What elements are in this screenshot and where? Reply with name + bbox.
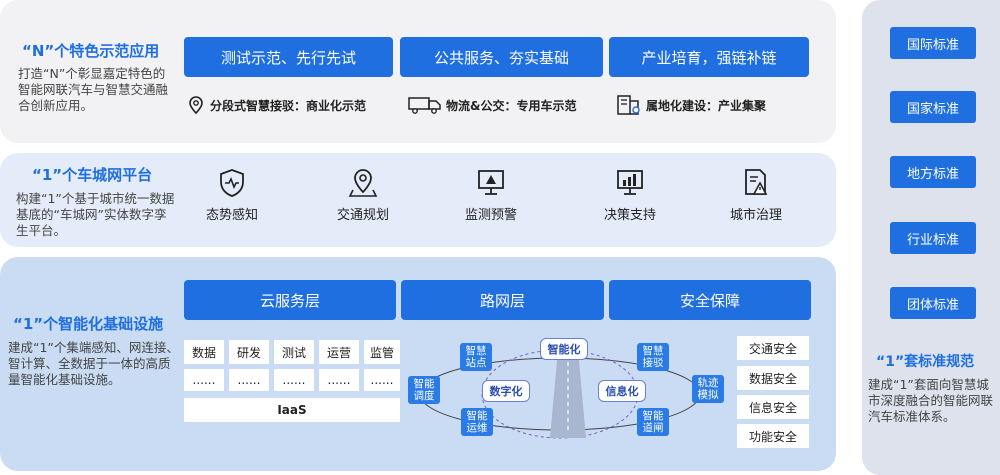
location-pin-icon [189,96,203,115]
func-monitoring: 监测预警 [446,168,536,223]
btn-public-service[interactable]: 公共服务、夯实基础 [400,37,603,77]
security-traffic: 交通安全 [737,336,809,360]
func-decision: 决策支持 [585,168,675,223]
func-governance-label: 城市治理 [729,208,782,223]
row-infra-desc: 建成“1”个集端感知、网连接、智计算、全数据于一体的高质量智能化基础设施。 [8,340,179,387]
std-local[interactable]: 地方标准 [890,156,976,188]
cloud-dots-4: ...... [319,369,359,391]
std-group[interactable]: 团体标准 [890,287,976,319]
cloud-cell-ops: 运营 [319,340,359,364]
cloud-cell-data: 数据 [184,340,224,364]
shield-pulse-icon [220,169,244,197]
row-platform-panel [0,153,836,247]
node-smart-gate: 智能 道闸 [637,408,669,436]
standards-desc: 建成“1”套面向智慧城市深度融合的智能网联汽车标准体系。 [868,377,994,424]
func-situation-label: 态势感知 [205,208,258,223]
row-platform-desc: 构建“1”个基于城市统一数据基底的“车城网”实体数字孪生平台。 [16,191,175,238]
pill-informational: 信息化 [598,380,646,402]
building-cert-icon [617,95,640,115]
btn-industry[interactable]: 产业培育，强链补链 [609,37,809,77]
standards-title: “1”套标准规范 [876,354,975,370]
func-monitoring-label: 监测预警 [464,208,517,223]
monitor-alert-icon [478,170,504,195]
func-decision-label: 决策支持 [603,208,656,223]
layer-security[interactable]: 安全保障 [609,280,811,320]
pill-intelligent: 智能化 [540,338,588,360]
row-platform-title: “1”个车城网平台 [32,166,153,184]
node-smart-station: 智慧 站点 [460,343,492,371]
node-smart-dispatch: 智能 调度 [408,376,440,404]
std-national[interactable]: 国家标准 [890,91,976,123]
func-situation: 态势感知 [187,168,277,223]
cloud-dots-3: ...... [274,369,314,391]
iaas-bar: IaaS [184,398,400,422]
feature-logistics: 物流&公交：专用车示范 [408,95,576,115]
cloud-cell-test: 测试 [274,340,314,364]
feature-local: 属地化建设：产业集聚 [616,94,766,116]
func-planning-label: 交通规划 [336,208,389,223]
row-infra-title: “1”个智能化基础设施 [13,315,164,333]
node-smart-ops: 智能 运维 [461,408,493,436]
truck-icon [408,97,441,114]
security-data: 数据安全 [737,366,809,390]
cloud-cell-supervise: 监管 [364,340,400,364]
btn-test-demo[interactable]: 测试示范、先行先试 [184,37,393,77]
feature-shuttle: 分段式智慧接驳：商业化示范 [186,95,366,115]
feature-shuttle-label: 分段式智慧接驳：商业化示范 [210,98,367,113]
security-function: 功能安全 [737,424,809,448]
func-governance: 城市治理 [711,168,801,223]
cloud-dots-1: ...... [184,369,224,391]
func-planning: 交通规划 [318,168,408,223]
cloud-dots-5: ...... [364,369,400,391]
cloud-cell-rd: 研发 [229,340,269,364]
security-info: 信息安全 [737,395,809,419]
feature-local-label: 属地化建设：产业集聚 [646,98,767,113]
node-smart-connection: 智慧 接驳 [637,343,669,371]
bar-chart-screen-icon [617,170,643,195]
map-pin-icon [348,169,378,197]
row-n-desc: 打造“N”个彰显嘉定特色的智能网联汽车与智慧交通融合创新应用。 [18,66,169,113]
node-track-sim: 轨迹 模拟 [692,375,724,403]
std-international[interactable]: 国际标准 [890,27,976,59]
document-warning-icon [745,169,768,195]
pill-digital: 数字化 [482,380,530,402]
row-n-title: “N”个特色示范应用 [22,42,160,60]
cloud-dots-2: ...... [229,369,269,391]
layer-road[interactable]: 路网层 [401,280,604,320]
layer-cloud[interactable]: 云服务层 [184,280,396,320]
std-industry[interactable]: 行业标准 [890,222,976,254]
feature-logistics-label: 物流&公交：专用车示范 [446,98,577,113]
